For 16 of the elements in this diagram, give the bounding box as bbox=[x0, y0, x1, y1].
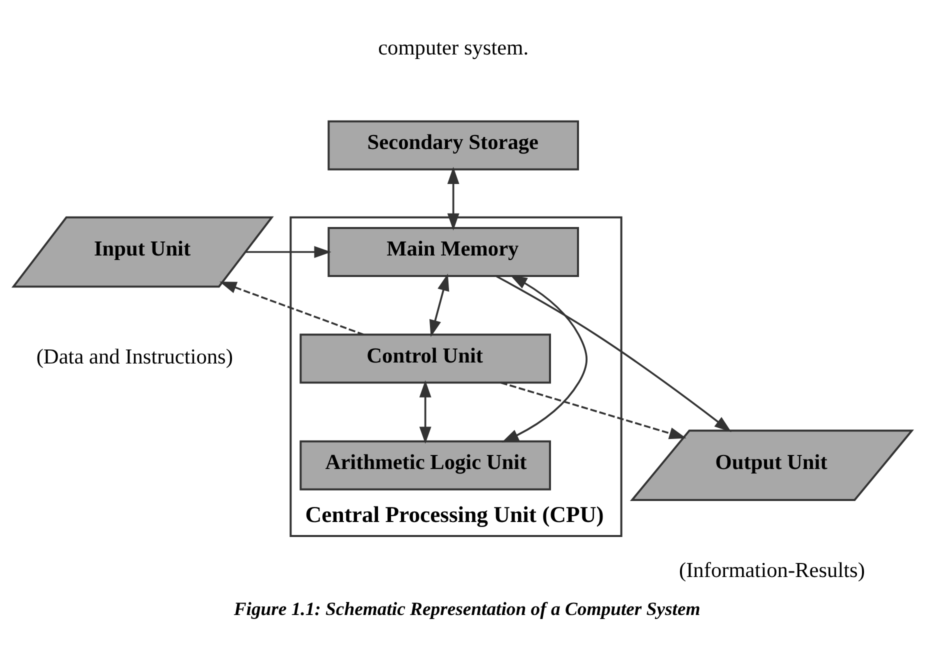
arrow bbox=[447, 166, 460, 230]
arrow bbox=[496, 275, 732, 432]
label: computer system. bbox=[378, 35, 529, 60]
node-box: Control Unit bbox=[300, 334, 551, 384]
caption: Figure 1.1: Schematic Representation of a Computer System bbox=[234, 598, 700, 620]
arrow bbox=[502, 274, 588, 443]
node-label: (Information-Results) bbox=[678, 558, 865, 582]
node-box: Main Memory bbox=[328, 227, 579, 277]
arrow bbox=[429, 274, 450, 338]
arrow bbox=[500, 382, 686, 440]
arrow bbox=[246, 246, 332, 258]
node-box: Secondary Storage bbox=[328, 120, 579, 170]
arrow bbox=[219, 282, 364, 336]
node-box: Arithmetic Logic Unit bbox=[300, 440, 551, 490]
arrow bbox=[419, 380, 432, 444]
node-label: (Data and Instructions) bbox=[36, 344, 233, 369]
